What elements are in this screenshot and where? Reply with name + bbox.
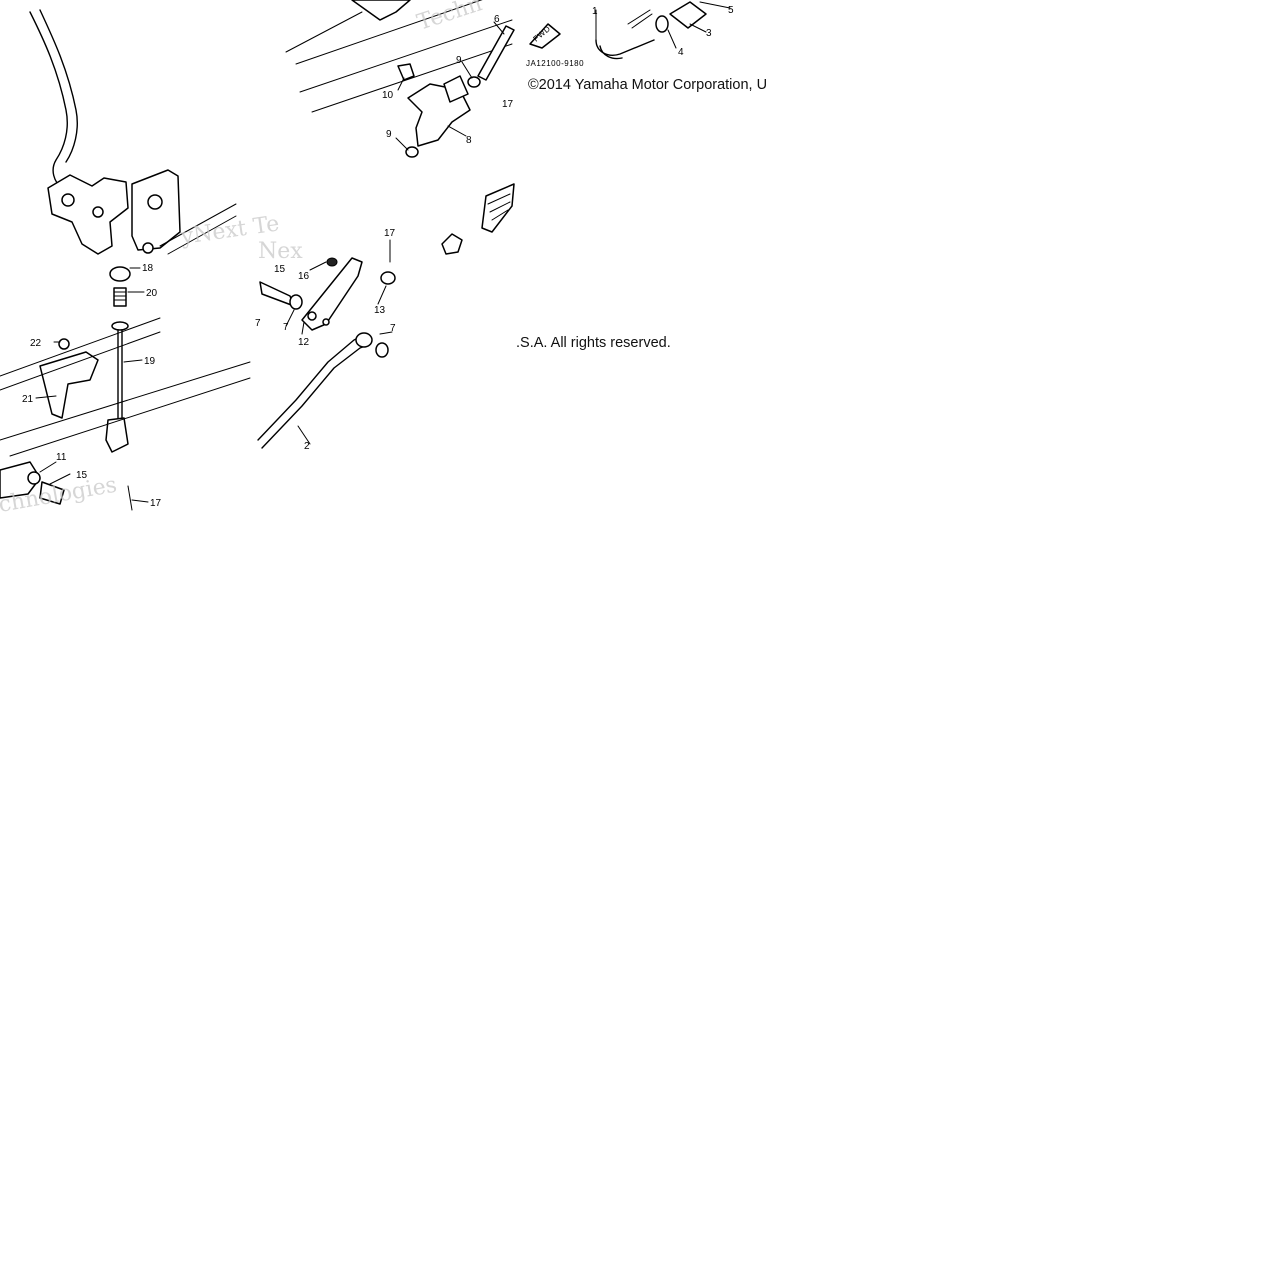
- callout-20: 20: [146, 288, 158, 299]
- watermark-text: Nex: [258, 239, 303, 264]
- callout-4: 4: [678, 47, 684, 58]
- copyright-notice-continued: .S.A. All rights reserved.: [516, 335, 671, 351]
- callout-19: 19: [144, 356, 156, 367]
- callout-8: 8: [466, 135, 472, 146]
- callout-18: 18: [142, 263, 154, 274]
- callout-11: 11: [56, 452, 67, 463]
- copyright-notice: ©2014 Yamaha Motor Corporation, U: [528, 77, 767, 93]
- callout-7: 7: [283, 322, 289, 333]
- callout-5: 5: [728, 5, 734, 16]
- callout-17: 17: [502, 99, 514, 110]
- callout-22: 22: [30, 338, 42, 349]
- callout-2: 2: [304, 441, 310, 452]
- callout-3: 3: [706, 28, 712, 39]
- cable-bracket-drawing: [0, 266, 251, 511]
- callout-13: 13: [374, 305, 386, 316]
- rod-assembly-drawing: [529, 1, 707, 60]
- callout-12: 12: [298, 337, 310, 348]
- callout-10: 10: [382, 90, 394, 101]
- watermark-text: Techn: [414, 0, 485, 36]
- callout-numbers: 1 2 3 4 5 6 7 7 7 8 9 9 10 11 12 13 15 1…: [22, 5, 734, 509]
- callout-15: 15: [76, 470, 88, 481]
- callout-1: 1: [592, 6, 598, 17]
- callout-leader-lines: [35, 1, 731, 503]
- callout-7: 7: [255, 318, 261, 329]
- callout-9: 9: [386, 129, 392, 140]
- link-rod-drawing: [257, 257, 396, 449]
- callout-7: 7: [390, 323, 396, 334]
- carburetor-drawing: [29, 9, 237, 255]
- callout-9: 9: [456, 55, 462, 66]
- drawing-code: JA12100-9180: [526, 59, 584, 68]
- callout-6: 6: [494, 14, 500, 25]
- callout-17: 17: [150, 498, 162, 509]
- bracket-assembly-drawing: [285, 0, 515, 255]
- callout-17: 17: [384, 228, 396, 239]
- callout-16: 16: [298, 271, 310, 282]
- callout-15: 15: [274, 264, 286, 275]
- callout-21: 21: [22, 394, 34, 405]
